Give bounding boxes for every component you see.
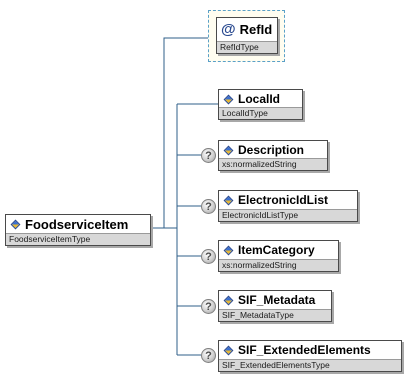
child-element-node-electronicidlist[interactable]: ElectronicIdList ElectronicIdListType [218,190,358,222]
child-element-type: xs:normalizedString [219,259,338,271]
element-icon [223,345,234,355]
child-element-name: Description [238,143,305,157]
element-icon [223,245,234,255]
child-element-name: SIF_ExtendedElements [238,343,371,357]
element-icon [223,145,234,155]
child-element-node-description[interactable]: Description xs:normalizedString [218,140,328,171]
element-icon [223,195,234,205]
child-element-type: LocalIdType [219,107,302,119]
at-sign-icon: @ [221,20,236,38]
element-icon [10,219,21,229]
child-element-type: ElectronicIdListType [219,209,357,221]
attribute-type: RefIdType [217,41,277,53]
optional-indicator-icon: ? [201,148,216,163]
element-icon [223,94,234,104]
child-element-name: ItemCategory [238,243,315,257]
child-element-name: SIF_Metadata [238,293,316,307]
child-element-name: LocalId [238,92,281,106]
root-element-type: FoodserviceItemType [6,233,150,245]
element-icon [223,295,234,305]
child-element-type: xs:normalizedString [219,158,327,170]
child-element-type: SIF_MetadataType [219,309,331,321]
optional-indicator-icon: ? [201,199,216,214]
child-element-type: SIF_ExtendedElementsType [219,359,401,371]
child-element-node-sif-metadata[interactable]: SIF_Metadata SIF_MetadataType [218,290,332,322]
root-element-name: FoodserviceItem [25,216,129,232]
child-element-name: ElectronicIdList [238,193,329,207]
connector-root-to-attribute [151,37,208,229]
child-element-node-localid[interactable]: LocalId LocalIdType [218,89,303,120]
root-element-node[interactable]: FoodserviceItem FoodserviceItemType [5,214,151,246]
optional-indicator-icon: ? [201,348,216,363]
child-element-node-itemcategory[interactable]: ItemCategory xs:normalizedString [218,240,339,272]
attribute-node[interactable]: @ RefId RefIdType [216,17,278,54]
optional-indicator-icon: ? [201,299,216,314]
optional-indicator-icon: ? [201,249,216,264]
attribute-name: RefId [239,21,273,37]
child-element-node-sif-extendedelements[interactable]: SIF_ExtendedElements SIF_ExtendedElement… [218,340,402,372]
